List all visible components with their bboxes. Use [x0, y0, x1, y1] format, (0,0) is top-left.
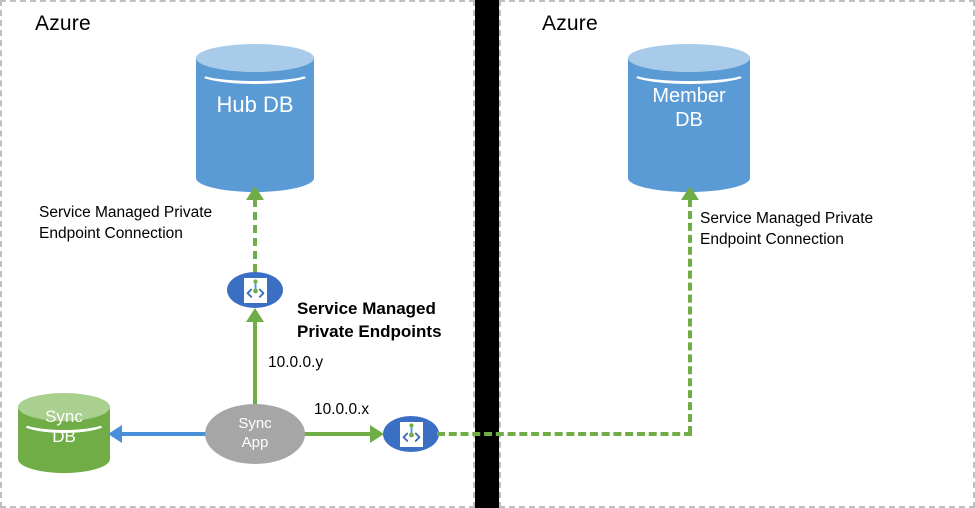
annotation-right-connection: Service Managed Private Endpoint Connect… [700, 210, 874, 248]
sync-db-label: Sync DB [18, 407, 110, 448]
cylinder-rim [19, 411, 109, 433]
cylinder-rim [630, 62, 748, 84]
private-link-icon [399, 421, 423, 447]
sync-db-label-line2: DB [52, 427, 76, 447]
arrowhead-sync-db [108, 425, 122, 443]
panel-title-left: Azure [35, 12, 91, 35]
annotation-left-connection: Service Managed Private Endpoint Connect… [39, 204, 213, 242]
sync-db-label-line1: Sync [45, 407, 83, 426]
sync-db-node: Sync DB [18, 393, 110, 473]
cylinder-bottom [18, 445, 110, 473]
sync-app-node: Sync App [205, 404, 305, 464]
annotation-service-managed-private-endpoints: Service Managed Private Endpoints [297, 299, 442, 341]
arrowhead-pe-top [246, 308, 264, 322]
ip-label-y: 10.0.0.y [268, 354, 324, 371]
arrowhead-member-db [681, 186, 699, 200]
connector-pe-top-to-hub-db [253, 199, 257, 272]
arrowhead-hub-db [246, 186, 264, 200]
connector-sync-app-to-pe-bottom [300, 432, 376, 436]
sync-app-label-line2: App [241, 434, 269, 451]
private-endpoint-icon-bottom[interactable] [383, 416, 439, 452]
connector-sync-app-to-pe-top [253, 322, 257, 412]
cylinder-rim [198, 62, 312, 84]
connector-pe-bottom-to-member-vertical [688, 199, 692, 434]
member-db-label-line2: DB [675, 109, 703, 131]
ip-label-x: 10.0.0.x [314, 401, 370, 418]
arrowhead-pe-bottom [370, 425, 384, 443]
connector-pe-bottom-to-member-horizontal [437, 432, 692, 436]
panel-title-right: Azure [542, 12, 598, 35]
private-endpoint-icon-top[interactable] [227, 272, 283, 308]
sync-app-label-line1: Sync [238, 415, 272, 433]
hub-db-label: Hub DB [216, 92, 294, 117]
member-db-label: Member DB [628, 84, 750, 132]
boundary-divider [475, 0, 499, 508]
connector-sync-app-to-sync-db [120, 432, 212, 436]
hub-db-node: Hub DB [196, 44, 314, 192]
member-db-label-line1: Member [652, 85, 726, 107]
member-db-node: Member DB [628, 44, 750, 192]
private-link-icon [243, 277, 267, 303]
